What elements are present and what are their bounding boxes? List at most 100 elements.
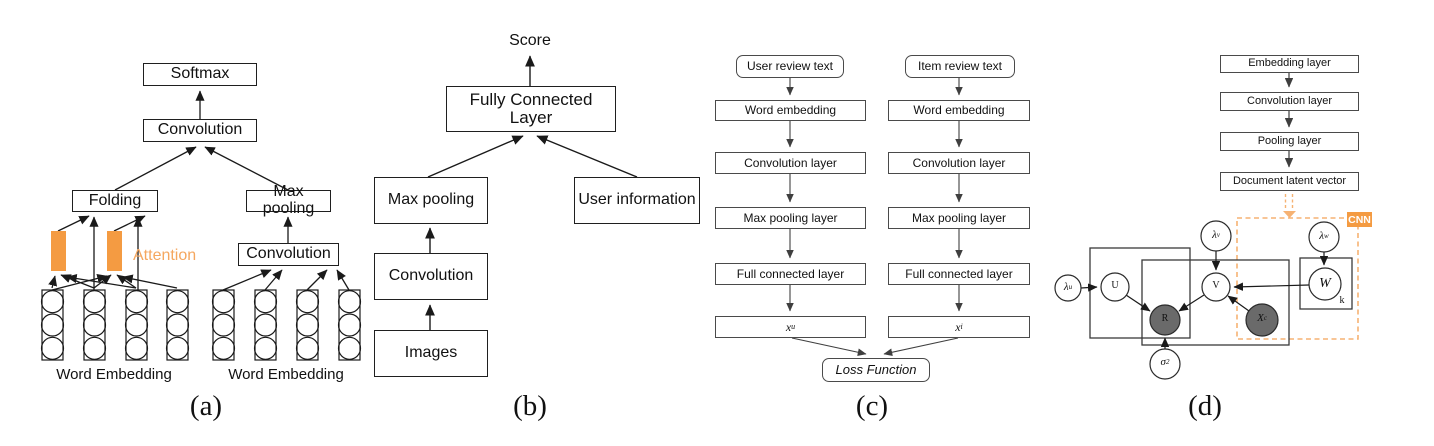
node-v-label: V	[1201, 280, 1231, 291]
word-embedding-right-label: Word Embedding	[216, 365, 356, 383]
box-convolution-layer-right: Convolution layer	[888, 152, 1030, 174]
attention-label-text: Attention	[133, 247, 197, 265]
box-loss-function-label: Loss Function	[835, 362, 917, 378]
w-main: W	[1319, 276, 1331, 291]
box-softmax: Softmax	[143, 63, 257, 86]
box-images-label: Images	[404, 344, 458, 362]
box-full-connected-layer-right-label: Full connected layer	[905, 266, 1013, 281]
x-u-sub: u	[791, 321, 796, 331]
box-user-review-text-label: User review text	[746, 59, 834, 74]
box-word-embedding-right-label: Word embedding	[913, 103, 1005, 118]
node-v	[1201, 272, 1231, 302]
box-full-connected-layer-left: Full connected layer	[715, 263, 866, 285]
box-embedding-layer: Embedding layer	[1220, 55, 1359, 73]
node-lambda-w	[1308, 221, 1340, 253]
plate-user	[1089, 247, 1191, 339]
x-c-main: X	[1257, 312, 1264, 324]
sigma-sup: 2	[1165, 358, 1170, 366]
lambda-w-main: λ	[1319, 230, 1325, 242]
box-word-embedding-left: Word embedding	[715, 100, 866, 121]
cnn-badge: CNN	[1347, 212, 1372, 227]
node-u-label: U	[1100, 280, 1130, 291]
node-sigma	[1149, 348, 1181, 380]
r-main: R	[1161, 313, 1169, 324]
box-item-review-text: Item review text	[905, 55, 1015, 78]
box-convolution-b: Convolution	[374, 253, 488, 300]
box-pooling-layer: Pooling layer	[1220, 132, 1359, 151]
score-label: Score	[495, 32, 565, 50]
box-max-pooling-layer-left-label: Max pooling layer	[743, 210, 838, 225]
box-embedding-layer-label: Embedding layer	[1248, 57, 1331, 70]
box-max-pooling-layer-right: Max pooling layer	[888, 207, 1030, 229]
panel-d-model-arrows	[1080, 251, 1329, 349]
box-convolution-layer-d: Convolution layer	[1220, 92, 1359, 111]
box-item-review-text-label: Item review text	[917, 59, 1003, 74]
box-word-embedding-right: Word embedding	[888, 100, 1030, 121]
x-c-sub: c	[1263, 314, 1267, 322]
node-r-label: R	[1150, 313, 1180, 324]
box-convolution-layer-left: Convolution layer	[715, 152, 866, 174]
box-max-pooling-a-label: Max pooling	[262, 183, 315, 217]
node-lambda-u	[1054, 274, 1082, 302]
box-fully-connected-layer: Fully Connected Layer	[446, 86, 616, 132]
attention-bars	[51, 231, 122, 271]
box-convolution-layer-left-label: Convolution layer	[744, 155, 837, 170]
node-w	[1308, 267, 1342, 301]
caption-b: (b)	[500, 386, 560, 428]
box-max-pooling-a: Max pooling	[246, 183, 331, 217]
word-embedding-left-label: Word Embedding	[44, 365, 184, 383]
box-convolution-top-label: Convolution	[157, 121, 243, 139]
caption-d: (d)	[1175, 386, 1235, 428]
panel-a-arrows	[48, 90, 350, 291]
caption-c-text: (c)	[855, 390, 889, 423]
lambda-u-sub: u	[1068, 283, 1073, 291]
panel-c-arrows	[786, 78, 963, 357]
lambda-w-sub: w	[1324, 232, 1329, 240]
box-images: Images	[374, 330, 488, 377]
node-x-c	[1245, 303, 1279, 337]
box-loss-function: Loss Function	[822, 358, 930, 382]
caption-b-text: (b)	[513, 390, 547, 423]
attention-bar	[51, 231, 66, 271]
caption-d-text: (d)	[1188, 390, 1222, 423]
box-convolution-right: Convolution	[238, 243, 339, 266]
cnn-dashed-arrowhead	[1283, 211, 1296, 218]
box-folding: Folding	[72, 190, 158, 212]
box-max-pooling-layer-left: Max pooling layer	[715, 207, 866, 229]
box-softmax-label: Softmax	[170, 65, 230, 83]
x-i-sub: i	[960, 321, 963, 331]
panel-b-arrows	[425, 55, 638, 330]
x-i-main: x	[955, 319, 961, 334]
caption-a: (a)	[176, 386, 236, 428]
box-document-latent-vector: Document latent vector	[1220, 172, 1359, 191]
panel-d-nodes	[1054, 220, 1342, 380]
word-embedding-right-text: Word Embedding	[228, 365, 344, 383]
word-embedding-left-text: Word Embedding	[56, 365, 172, 383]
node-r	[1149, 304, 1181, 336]
box-full-connected-layer-left-label: Full connected layer	[736, 266, 845, 281]
box-user-information-label: User information	[578, 191, 696, 209]
cnn-badge-text: CNN	[1348, 213, 1371, 226]
box-folding-label: Folding	[88, 191, 142, 209]
lambda-v-sub: v	[1216, 231, 1220, 239]
node-u	[1100, 272, 1130, 302]
box-fully-connected-layer-label: Fully Connected Layer	[469, 90, 593, 127]
attention-bar	[107, 231, 122, 271]
box-max-pooling-b-label: Max pooling	[387, 191, 475, 209]
box-pooling-layer-label: Pooling layer	[1257, 134, 1322, 147]
box-convolution-layer-d-label: Convolution layer	[1247, 94, 1332, 107]
box-document-latent-vector-label: Document latent vector	[1232, 174, 1347, 187]
cnn-dashed-arrow	[1284, 194, 1294, 210]
v-main: V	[1212, 280, 1220, 291]
word-embedding-columns-left	[40, 289, 190, 361]
lambda-v-main: λ	[1212, 229, 1217, 241]
box-max-pooling-layer-right-label: Max pooling layer	[911, 210, 1007, 225]
box-convolution-b-label: Convolution	[388, 267, 474, 285]
sigma-main: σ	[1160, 356, 1166, 368]
